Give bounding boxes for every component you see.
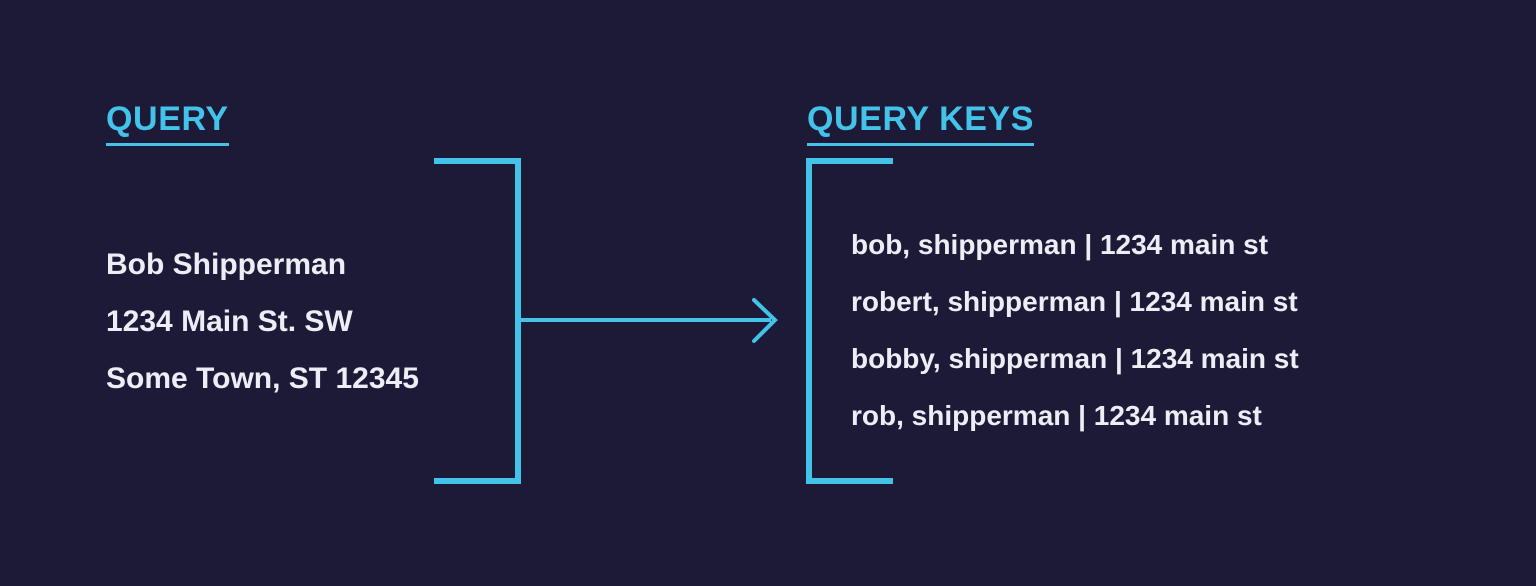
- query-heading: QUERY: [106, 102, 229, 146]
- query-heading-label: QUERY: [106, 102, 229, 146]
- query-text-block: Bob Shipperman 1234 Main St. SW Some Tow…: [106, 236, 419, 407]
- query-key-item: bob, shipperman | 1234 main st: [851, 229, 1269, 260]
- query-line-street: 1234 Main St. SW: [106, 305, 353, 338]
- query-line-name: Bob Shipperman: [106, 248, 347, 281]
- query-keys-list: bob, shipperman | 1234 main st robert, s…: [851, 216, 1299, 444]
- query-line-citystatezip: Some Town, ST 12345: [106, 362, 419, 395]
- query-key-item: rob, shipperman | 1234 main st: [851, 400, 1262, 431]
- query-key-item: robert, shipperman | 1234 main st: [851, 286, 1298, 317]
- query-keys-heading-label: QUERY KEYS: [807, 102, 1035, 146]
- right-arrow-icon: [752, 298, 778, 343]
- query-keys-heading: QUERY KEYS: [807, 102, 1035, 146]
- query-key-item: bobby, shipperman | 1234 main st: [851, 343, 1299, 374]
- right-square-bracket-icon: [434, 158, 521, 484]
